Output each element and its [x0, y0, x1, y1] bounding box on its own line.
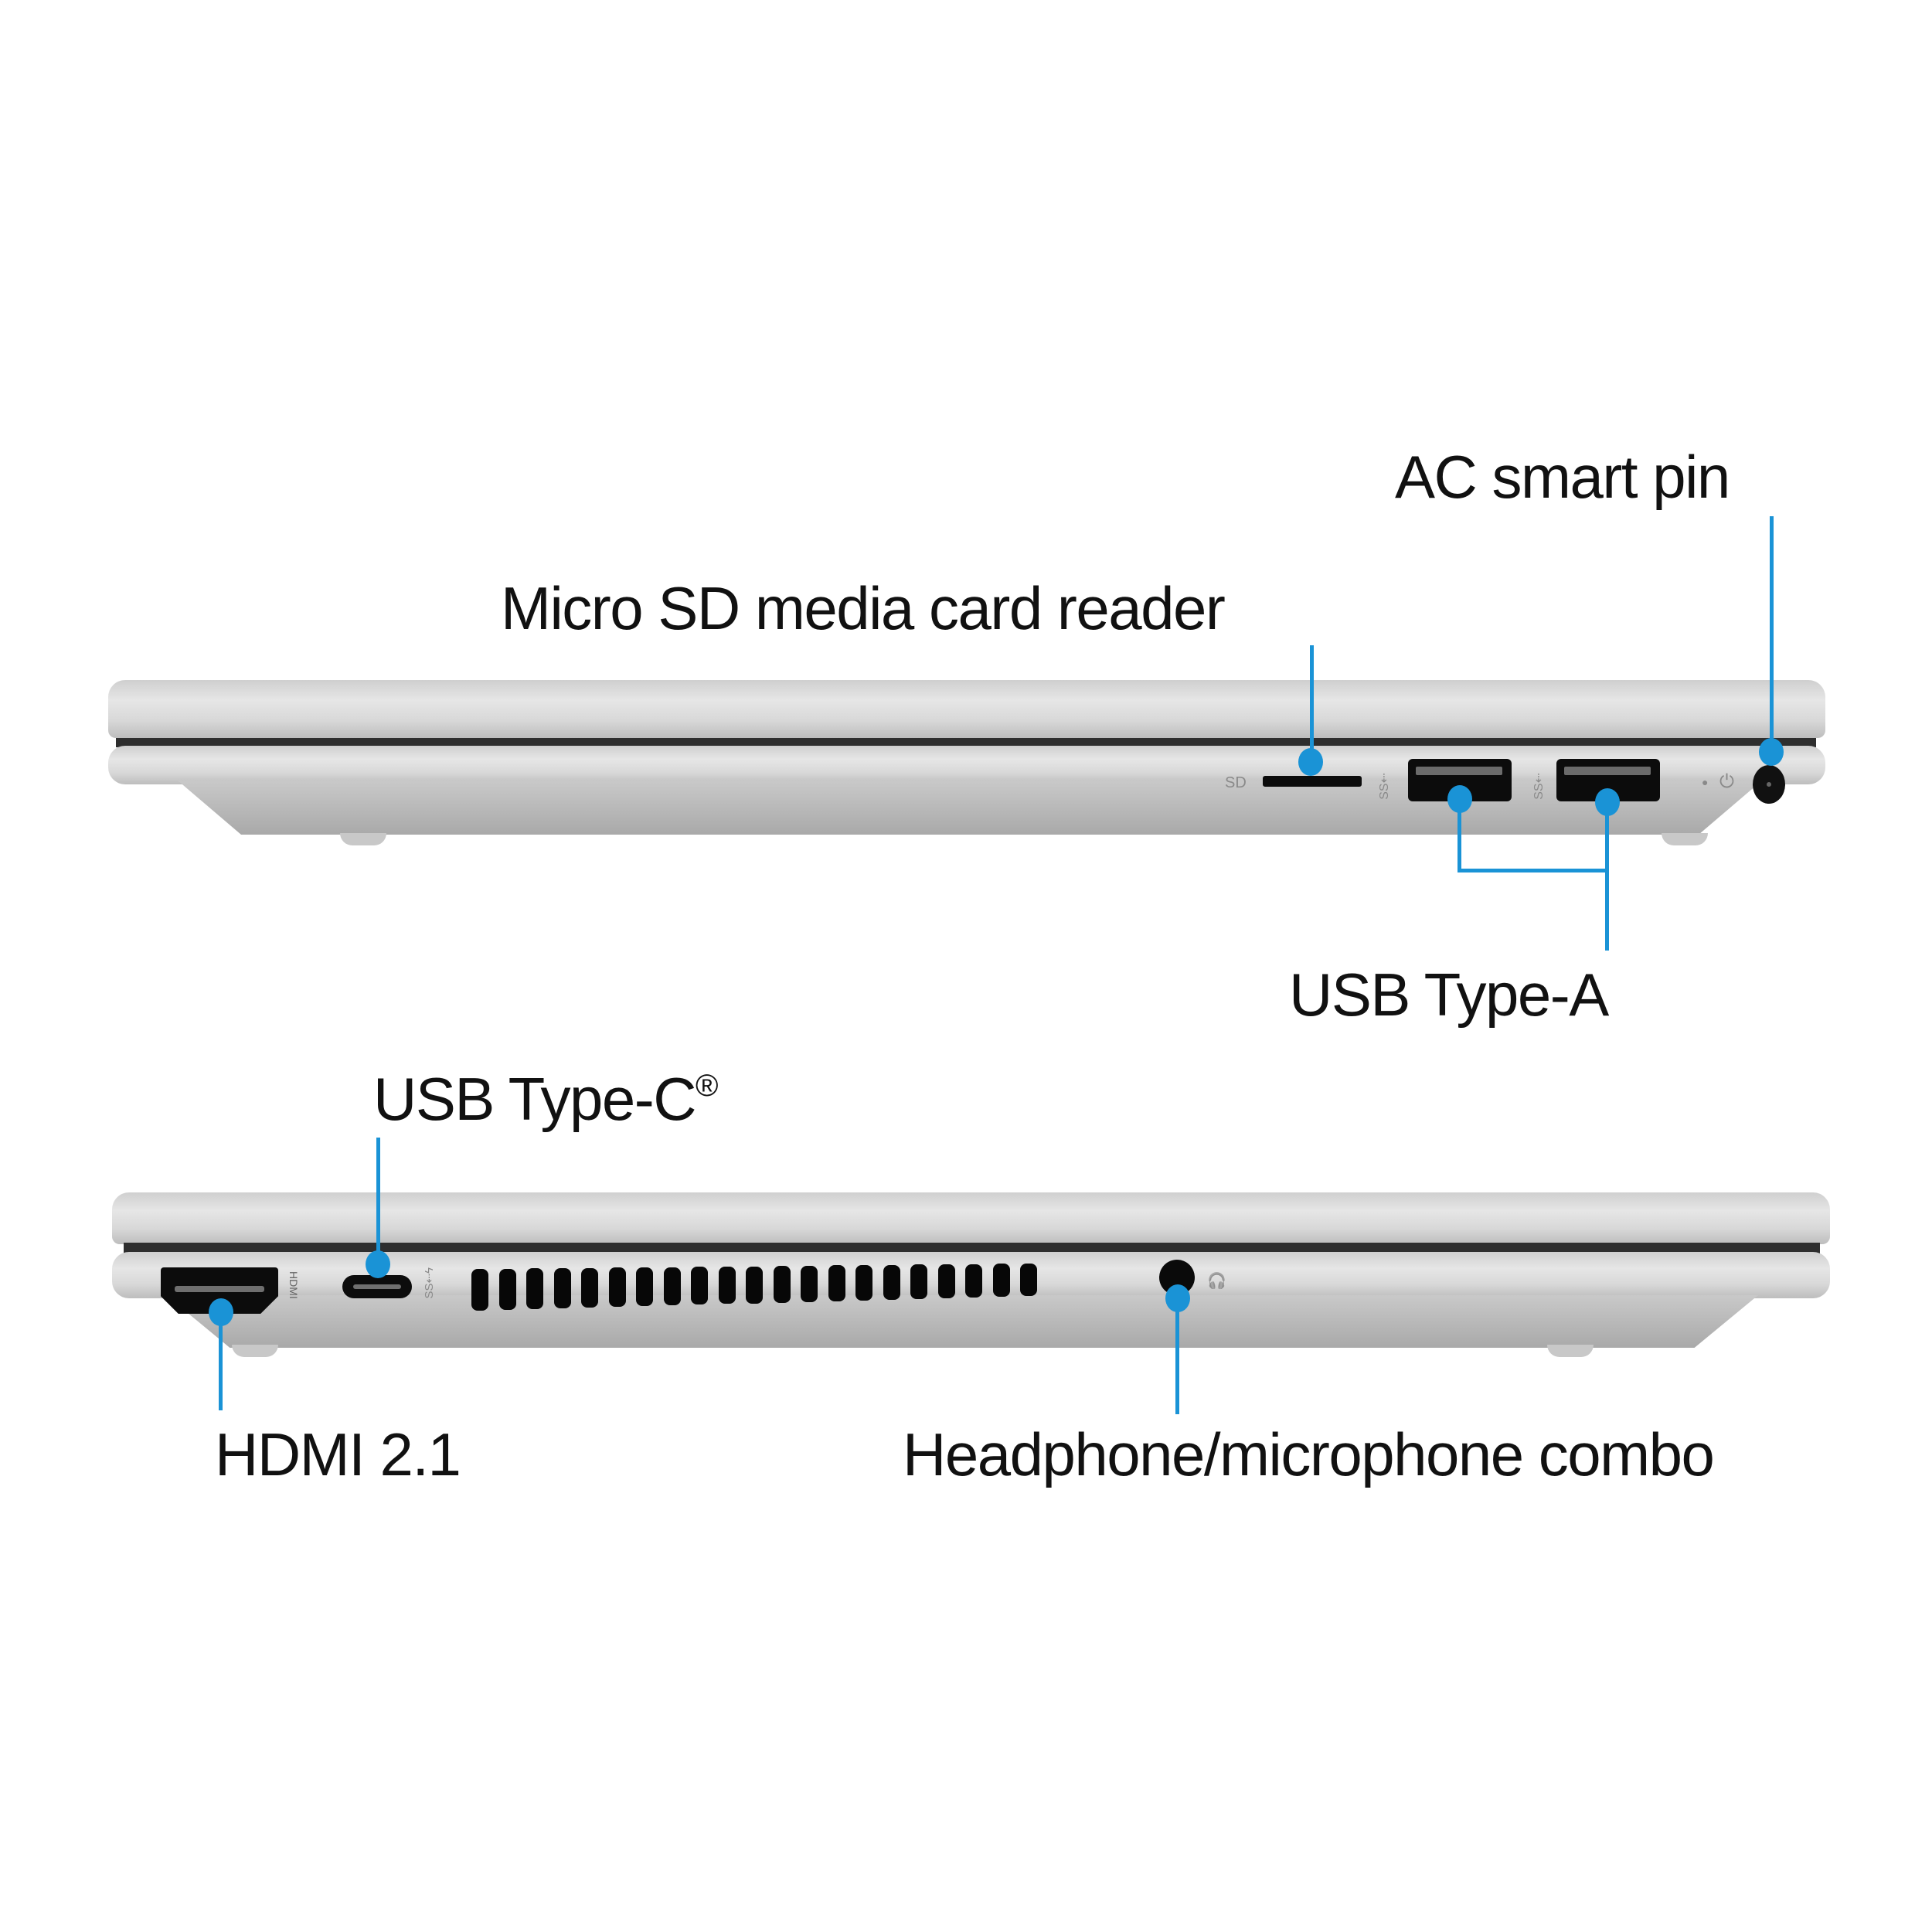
ac-smart-pin-port: [1753, 765, 1785, 804]
vent-slot: [828, 1265, 845, 1301]
base-underside: [178, 781, 1762, 835]
vent-slot: [553, 1267, 571, 1309]
usb-type-c-port: [342, 1275, 412, 1298]
usb-type-c-marker: [366, 1250, 390, 1278]
base-underside: [166, 1295, 1758, 1348]
usb-type-a-label: USB Type-A: [1289, 961, 1609, 1029]
base: [108, 746, 1825, 784]
vent-slot: [471, 1269, 488, 1311]
usb-ss-marking-1: SS⇠: [1378, 773, 1391, 800]
usb-c-marking: SS⇠ϟ: [423, 1267, 436, 1299]
vent-slot: [883, 1264, 900, 1300]
lid: [108, 680, 1825, 738]
micro-sd-leader: [1310, 645, 1314, 765]
vent-slot: [718, 1266, 736, 1304]
foot-right: [1547, 1345, 1594, 1357]
usb-type-c-text: USB Type-C: [373, 1065, 697, 1133]
micro-sd-label: Micro SD media card reader: [501, 574, 1226, 642]
headphone-leader: [1175, 1306, 1179, 1414]
vent-slot: [498, 1268, 516, 1311]
cooling-vent: [471, 1264, 1043, 1311]
usb-type-c-leader: [376, 1138, 380, 1265]
power-plug-icon: ⏻: [1719, 771, 1734, 792]
power-led: ●: [1702, 776, 1709, 788]
vent-slot: [608, 1267, 626, 1308]
lid: [112, 1192, 1830, 1244]
headset-icon: 🎧: [1207, 1273, 1226, 1290]
foot-left: [232, 1345, 278, 1357]
hinge-seam: [116, 738, 1816, 747]
usb-a-1-leader: [1458, 804, 1461, 872]
vent-slot: [526, 1268, 543, 1310]
hdmi-leader: [219, 1314, 223, 1410]
hdmi-marking: HDMI: [287, 1271, 300, 1299]
usb-ss-marking-2: SS⇠: [1532, 773, 1546, 800]
hinge-seam: [124, 1243, 1820, 1253]
vent-slot: [937, 1264, 955, 1298]
ac-smart-pin-label: AC smart pin: [1395, 443, 1730, 511]
foot-right: [1662, 833, 1708, 845]
vent-slot: [691, 1267, 708, 1305]
micro-sd-marker: [1298, 748, 1323, 776]
vent-slot: [636, 1267, 653, 1307]
vent-slot: [663, 1267, 681, 1306]
vent-slot: [581, 1267, 598, 1308]
ac-smart-pin-marker: [1759, 738, 1784, 766]
ac-smart-pin-leader: [1770, 516, 1774, 752]
vent-slot: [773, 1266, 791, 1303]
vent-slot: [965, 1264, 982, 1298]
vent-slot: [910, 1264, 927, 1299]
vent-slot: [855, 1265, 872, 1301]
usb-type-c-label: USB Type-C®: [373, 1069, 719, 1129]
usb-a-2-leader: [1605, 807, 1609, 951]
vent-slot: [746, 1266, 763, 1304]
hdmi-label: HDMI 2.1: [215, 1420, 461, 1488]
registered-mark: ®: [696, 1069, 718, 1103]
vent-slot: [1020, 1264, 1037, 1296]
usb-a-bracket: [1458, 869, 1609, 872]
vent-slot: [801, 1265, 818, 1302]
foot-left: [340, 833, 386, 845]
micro-sd-slot: [1263, 776, 1362, 787]
sd-marking: SD: [1225, 774, 1247, 791]
vent-slot: [992, 1264, 1010, 1297]
headphone-label: Headphone/microphone combo: [903, 1420, 1715, 1488]
